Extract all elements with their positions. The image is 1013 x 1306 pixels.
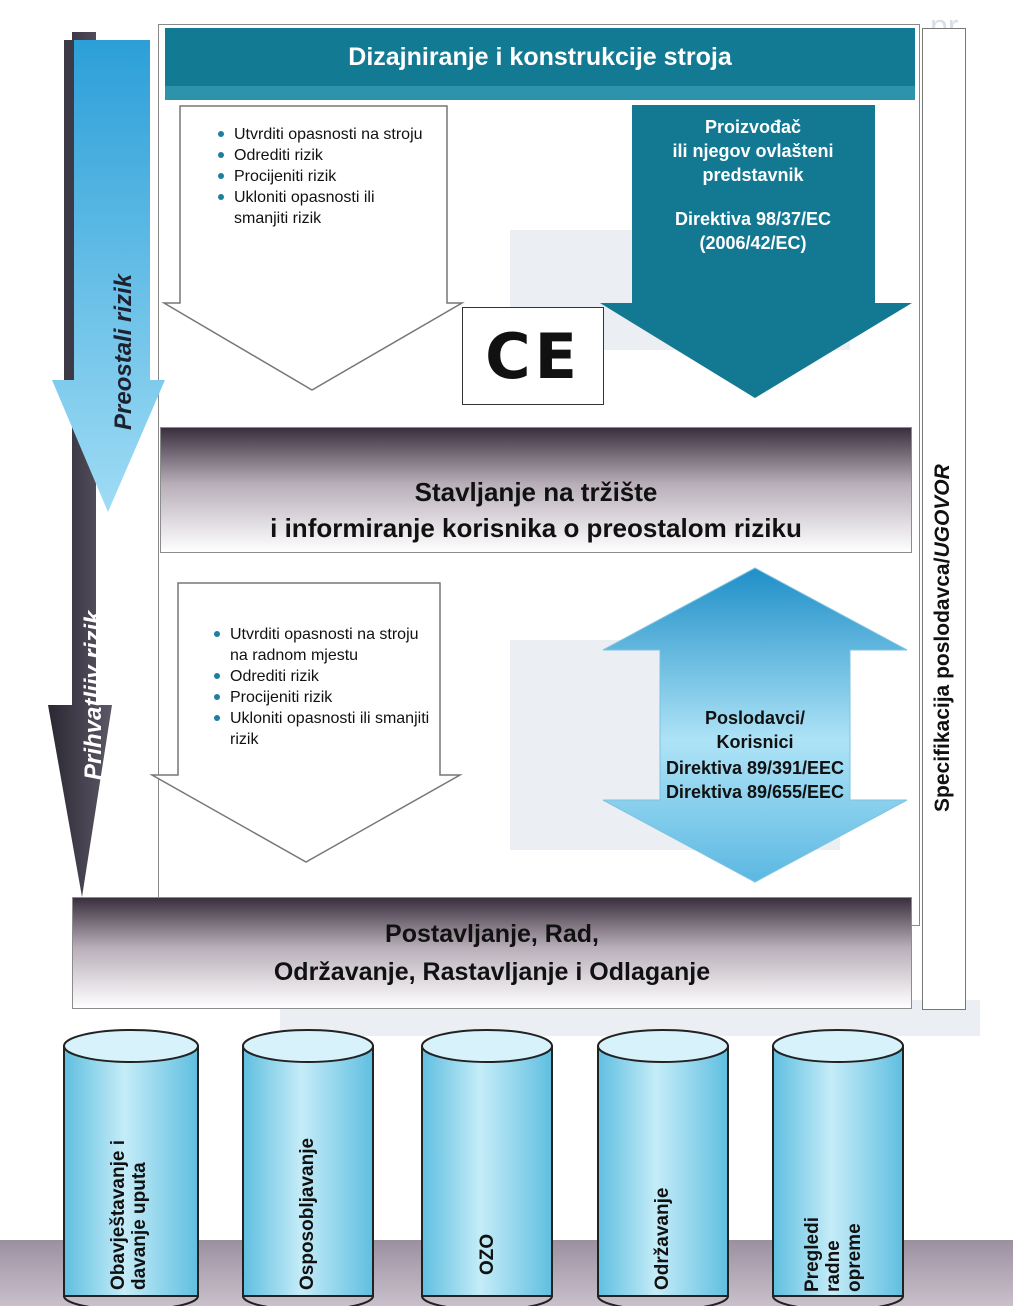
pillar-cylinder [597, 1029, 729, 1306]
title-underline [165, 86, 915, 100]
pillar-label-ppe: OZO [477, 1215, 498, 1275]
operation-line-2: Održavanje, Rastavljanje i Odlaganje [273, 958, 711, 986]
employers-label: Poslodavci/ Korisnici Direktiva 89/391/E… [630, 706, 880, 804]
manufacturer-line: predstavnik [702, 165, 804, 185]
list-item: Utvrditi opasnosti na stroju [214, 124, 429, 145]
workplace-bullet-list: Utvrditi opasnosti na stroju na radnom m… [210, 624, 435, 750]
operation-bar: Postavljanje, Rad, Održavanje, Rastavlja… [72, 897, 912, 1009]
employers-line: Poslodavci/ [704, 708, 806, 728]
market-line-2: i informiranje korisnika o preostalom ri… [270, 513, 802, 543]
pillar-label-text: Pregledi radne opreme [802, 1217, 865, 1292]
list-item: Ukloniti opasnosti ili smanjiti rizik [214, 187, 429, 229]
manufacturer-label: Proizvođač ili njegov ovlašteni predstav… [633, 115, 873, 255]
workplace-step-outline [149, 582, 463, 863]
ce-mark-box: CE [462, 307, 604, 405]
pillar-label-text: Obavještavanje i davanje uputa [108, 1140, 150, 1290]
pillar-cylinder [772, 1029, 904, 1306]
list-item: Ukloniti opasnosti ili smanjiti rizik [210, 708, 435, 750]
market-bar: Stavljanje na tržište i informiranje kor… [160, 427, 912, 553]
list-item: Utvrditi opasnosti na stroju na radnom m… [210, 624, 435, 666]
manufacturer-directive: Direktiva 98/37/EC [674, 209, 832, 229]
manufacturer-line: ili njegov ovlašteni [672, 141, 834, 161]
design-title: Dizajniranje i konstrukcije stroja [348, 42, 732, 71]
list-item: Procijeniti rizik [210, 687, 435, 708]
pillar-cylinder [242, 1029, 374, 1306]
pillar-label-text: Održavanje [652, 1187, 673, 1290]
manufacturer-arrow [600, 105, 912, 398]
pillar-label-information: Obavještavanje i davanje uputa [108, 1065, 150, 1290]
list-item: Odrediti rizik [214, 145, 429, 166]
design-title-bar: Dizajniranje i konstrukcije stroja [165, 28, 915, 86]
market-line-1: Stavljanje na tržište [414, 477, 658, 507]
ce-mark-logo: CE [485, 319, 581, 393]
manufacturer-directive: (2006/42/EC) [699, 233, 807, 253]
employers-directive: Direktiva 89/655/EEC [665, 782, 845, 802]
pillar-cylinder [63, 1029, 199, 1306]
pillar-label-maintenance: Održavanje [652, 1130, 673, 1290]
design-step-outline [161, 105, 465, 391]
list-item: Procijeniti rizik [214, 166, 429, 187]
contract-strip [922, 28, 966, 1010]
list-item: Odrediti rizik [210, 666, 435, 687]
pillar-label-inspections: Pregledi radne opreme [802, 1172, 865, 1292]
employers-directive: Direktiva 89/391/EEC [665, 758, 845, 778]
pillar-label-training: Osposobljavanje [297, 1070, 318, 1290]
manufacturer-line: Proizvođač [704, 117, 802, 137]
operation-line-1: Postavljanje, Rad, [385, 920, 599, 948]
employers-double-arrow [602, 567, 908, 883]
pillar-cylinder [421, 1029, 553, 1306]
acceptable-risk-label: Prihvatljiv rizik [80, 610, 107, 780]
pillar-label-text: OZO [477, 1233, 498, 1275]
employers-line: Korisnici [716, 732, 794, 752]
pillar-label-text: Osposobljavanje [297, 1137, 318, 1290]
residual-risk-arrow-shadow [64, 40, 74, 380]
design-bullet-list: Utvrditi opasnosti na stroju Odrediti ri… [214, 124, 429, 229]
residual-risk-arrow [52, 40, 165, 512]
residual-risk-label: Preostali rizik [110, 273, 137, 430]
